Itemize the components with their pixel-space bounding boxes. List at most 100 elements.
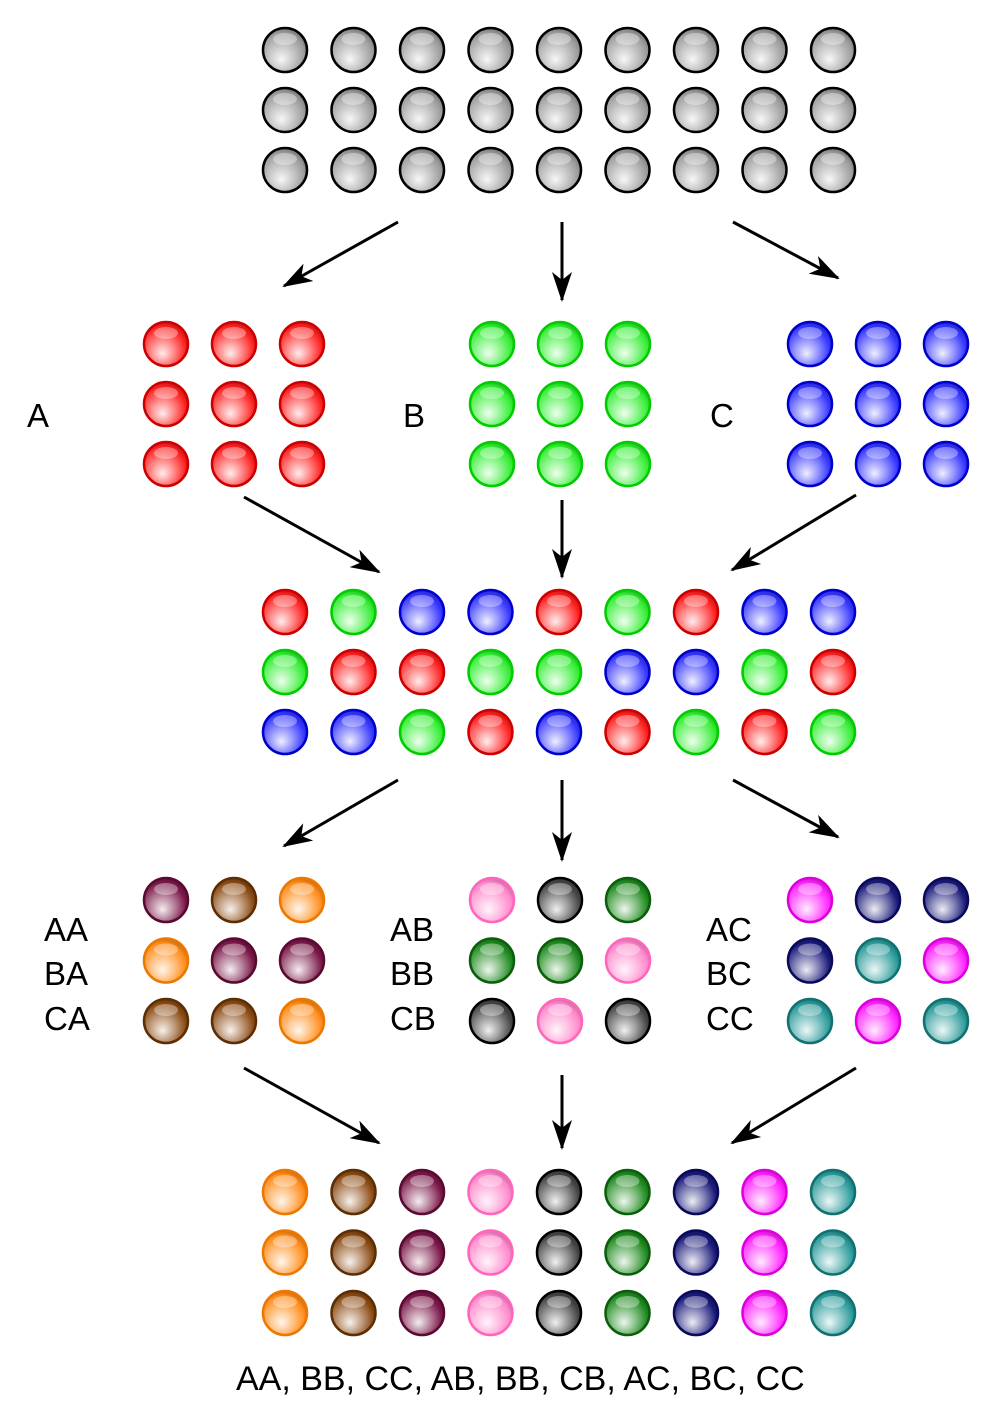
stage2-a-bead-red: [278, 380, 326, 428]
stage3-bead-green: [261, 648, 309, 696]
stage3-bead-green: [809, 708, 857, 756]
stage1-bead-grey: [809, 26, 857, 74]
stage5-bead-dkgreen: [604, 1168, 651, 1216]
stage4-group1-bead-brown: [210, 876, 258, 924]
stage1-bead-grey: [741, 26, 788, 74]
stage2-b-bead-green: [604, 440, 652, 488]
labels: A B C AA BA CA AB BB CB AC BC CC AA, BB,…: [27, 397, 805, 1398]
stage4-group3-bead-teal: [786, 997, 834, 1045]
stage1-bead-grey: [809, 146, 857, 194]
stage3-bead-green: [330, 588, 377, 636]
stage1-bead-grey: [261, 86, 309, 134]
stage4-group2-bead-black: [536, 876, 584, 924]
stage2-b-bead-green: [604, 380, 652, 428]
stage1-bead-grey: [398, 86, 446, 134]
stage2-c-bead-blue: [786, 320, 834, 368]
stage5-bead-maroon: [398, 1168, 446, 1216]
stage3-bead-red: [398, 648, 446, 696]
stage4-group2-bead-pink: [536, 997, 584, 1045]
stage3-bead-red: [535, 588, 583, 636]
stage4-group3-bead-navy: [786, 937, 834, 984]
arrow-c-to-pool: [730, 493, 857, 572]
stage1-bead-grey: [604, 146, 651, 194]
stage2-b-bead-green: [468, 440, 516, 488]
stage2-a-bead-red: [278, 440, 326, 488]
stage3-bead-blue: [261, 708, 309, 756]
arrow-pool-to-a: [282, 778, 399, 848]
stage4-group3-bead-magenta: [922, 937, 970, 984]
stage4-group2-bead-black: [468, 997, 516, 1045]
stage2-c-bead-blue: [786, 440, 834, 488]
stage5-bead-orange: [261, 1168, 309, 1216]
stage2-b-bead-green: [468, 380, 516, 428]
stage4-group1-bead-brown: [142, 997, 190, 1045]
stage3-bead-red: [741, 708, 788, 756]
stage1-bead-grey: [467, 146, 514, 194]
stage5-bead-dkgreen: [604, 1289, 651, 1337]
stage2-a-bead-red: [142, 380, 190, 428]
label-bb: BB: [390, 955, 434, 992]
stage2-b-bead-green: [536, 440, 584, 488]
stage4-group2-bead-black: [604, 997, 652, 1045]
stage1-bead-grey: [741, 146, 788, 194]
stage5-bead-maroon: [398, 1289, 446, 1337]
stage1-bead-grey: [535, 146, 583, 194]
stage5-bead-magenta: [741, 1168, 788, 1216]
stage1-bead-grey: [741, 86, 788, 134]
stage3-bead-blue: [672, 648, 720, 696]
stage4-group2-bead-pink: [604, 937, 652, 984]
stage4-group1-bead-brown: [210, 997, 258, 1045]
label-ba: BA: [44, 955, 88, 992]
stage3-bead-red: [809, 648, 857, 696]
stage5-bead-dkgreen: [604, 1229, 651, 1276]
stage3-bead-red: [467, 708, 514, 756]
arrow-pool-to-c: [732, 778, 840, 839]
stage2-a-bead-red: [142, 320, 190, 368]
label-a: A: [27, 397, 49, 434]
stage1-bead-grey: [261, 26, 309, 74]
stage3-bead-red: [330, 648, 377, 696]
stage2-c-bead-blue: [922, 320, 970, 368]
stage2-a-bead-red: [278, 320, 326, 368]
stage2-a-bead-red: [210, 320, 258, 368]
stage5-bead-pink: [467, 1168, 514, 1216]
stage1-bead-grey: [809, 86, 857, 134]
stage5-bead-black: [535, 1168, 583, 1216]
stage5-bead-pink: [467, 1289, 514, 1337]
stage4-group3-bead-teal: [922, 997, 970, 1045]
stage5-bead-magenta: [741, 1229, 788, 1276]
stage4-group1-bead-orange: [278, 997, 326, 1045]
stage5-bead-brown: [330, 1229, 377, 1276]
stage3-bead-red: [261, 588, 309, 636]
label-ac: AC: [706, 911, 752, 948]
stage2-c-bead-blue: [922, 380, 970, 428]
arrows: [243, 220, 857, 1150]
label-aa: AA: [44, 911, 88, 948]
footer-sequence: AA, BB, CC, AB, BB, CB, AC, BC, CC: [236, 1360, 805, 1398]
arrow-a2-to-final: [243, 1066, 381, 1145]
stage5-bead-magenta: [741, 1289, 788, 1337]
stage5-bead-brown: [330, 1168, 377, 1216]
stage3-bead-blue: [330, 708, 377, 756]
stage4-group3-bead-magenta: [854, 997, 902, 1045]
arrow-stage1-to-a: [282, 220, 399, 288]
stage5-bead-teal: [809, 1289, 857, 1337]
stage5-bead-brown: [330, 1289, 377, 1337]
stage1-bead-grey: [467, 26, 514, 74]
stage2-c-bead-blue: [854, 380, 902, 428]
stage3-bead-blue: [398, 588, 446, 636]
stage3-bead-green: [741, 648, 788, 696]
stage3-bead-green: [535, 648, 583, 696]
stage2-c-bead-blue: [854, 320, 902, 368]
stage1-bead-grey: [535, 26, 583, 74]
stage4-group1-bead-orange: [142, 937, 190, 984]
stage2-b-bead-green: [604, 320, 652, 368]
stage4-group1-bead-maroon: [278, 937, 326, 984]
stage4-group3-bead-navy: [854, 876, 902, 924]
stage3-bead-blue: [604, 648, 651, 696]
stage5-bead-orange: [261, 1289, 309, 1337]
stage2-c-bead-blue: [854, 440, 902, 488]
stage1-bead-grey: [330, 86, 377, 134]
stage3-bead-blue: [467, 588, 514, 636]
stage3-bead-green: [467, 648, 514, 696]
